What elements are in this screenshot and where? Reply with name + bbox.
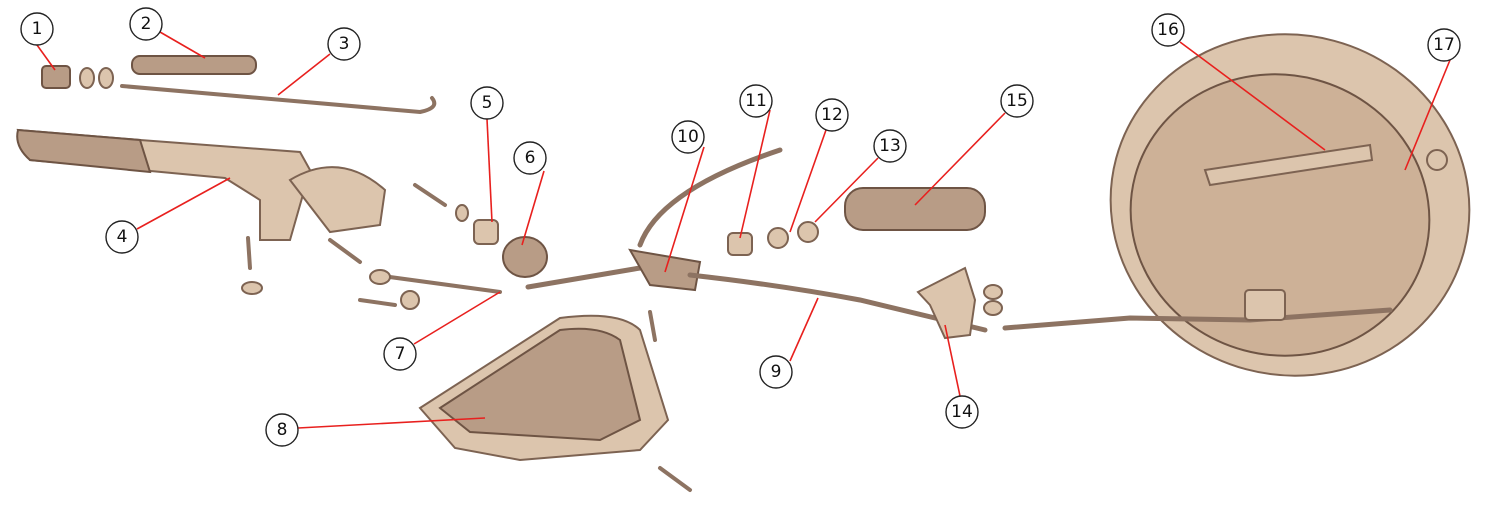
- leader-14: [944, 324, 961, 397]
- leader-9: [789, 297, 819, 362]
- callout-10: 10: [671, 120, 705, 154]
- callout-8: 8: [265, 413, 299, 447]
- svg-text:11: 11: [745, 91, 767, 111]
- leader-6: [521, 170, 545, 246]
- svg-text:13: 13: [879, 136, 901, 156]
- leader-15: [914, 112, 1006, 206]
- callout-13: 13: [873, 129, 907, 163]
- callout-4: 4: [105, 220, 139, 254]
- leader-5: [486, 118, 493, 223]
- leader-3: [277, 53, 331, 96]
- svg-text:9: 9: [771, 362, 782, 382]
- svg-text:7: 7: [395, 344, 406, 364]
- callout-6: 6: [513, 141, 547, 175]
- callout-9: 9: [759, 355, 793, 389]
- leader-8: [297, 417, 486, 429]
- part-spring-15: [844, 187, 986, 231]
- svg-text:12: 12: [821, 105, 843, 125]
- leader-2: [159, 31, 206, 59]
- leader-10: [664, 146, 705, 273]
- svg-text:5: 5: [482, 93, 493, 113]
- part-bushing-washers: [41, 65, 114, 89]
- part-nut-13: [797, 221, 819, 243]
- leader-lines: [36, 31, 1451, 429]
- parts: [16, 33, 1471, 492]
- part-bush-5: [473, 219, 499, 245]
- svg-text:4: 4: [117, 227, 128, 247]
- svg-text:17: 17: [1433, 35, 1455, 55]
- callout-14: 14: [945, 395, 979, 429]
- part-cable-front: [525, 147, 783, 292]
- callouts: 1 2 3 4 5 6 7 8 9 10 11 12 13 14 15 16 1…: [20, 7, 1461, 447]
- part-bracket: [916, 266, 1003, 340]
- callout-7: 7: [383, 337, 417, 371]
- callout-12: 12: [815, 98, 849, 132]
- part-handbrake-lever: [16, 128, 387, 264]
- callout-2: 2: [129, 7, 163, 41]
- part-cover: [418, 310, 692, 492]
- callout-1: 1: [20, 12, 54, 46]
- part-cable-9: [687, 272, 988, 333]
- leader-1: [36, 44, 56, 71]
- svg-text:2: 2: [141, 14, 152, 34]
- svg-text:16: 16: [1157, 20, 1179, 40]
- part-grommet: [502, 236, 548, 278]
- svg-text:6: 6: [525, 148, 536, 168]
- callout-16: 16: [1151, 13, 1185, 47]
- svg-text:10: 10: [677, 127, 699, 147]
- svg-text:3: 3: [339, 34, 350, 54]
- svg-text:14: 14: [951, 402, 973, 422]
- part-bush-11: [727, 232, 753, 256]
- callout-17: 17: [1427, 28, 1461, 62]
- part-spring-small: [131, 55, 257, 75]
- leader-13: [814, 157, 879, 223]
- svg-text:1: 1: [32, 19, 43, 39]
- part-rod: [120, 84, 437, 115]
- part-nut-12: [767, 227, 789, 249]
- svg-text:15: 15: [1006, 91, 1028, 111]
- leader-7: [413, 291, 501, 345]
- callout-11: 11: [739, 84, 773, 118]
- callout-15: 15: [1000, 84, 1034, 118]
- leader-4: [136, 177, 231, 230]
- callout-3: 3: [327, 27, 361, 61]
- leader-17: [1404, 59, 1451, 171]
- callout-5: 5: [470, 86, 504, 120]
- leader-11: [739, 109, 771, 239]
- leader-16: [1179, 41, 1326, 151]
- svg-text:8: 8: [277, 420, 288, 440]
- leader-12: [789, 129, 827, 233]
- part-clip: [455, 204, 469, 222]
- part-brake-drum: [1002, 33, 1471, 377]
- part-bolts: [241, 183, 502, 310]
